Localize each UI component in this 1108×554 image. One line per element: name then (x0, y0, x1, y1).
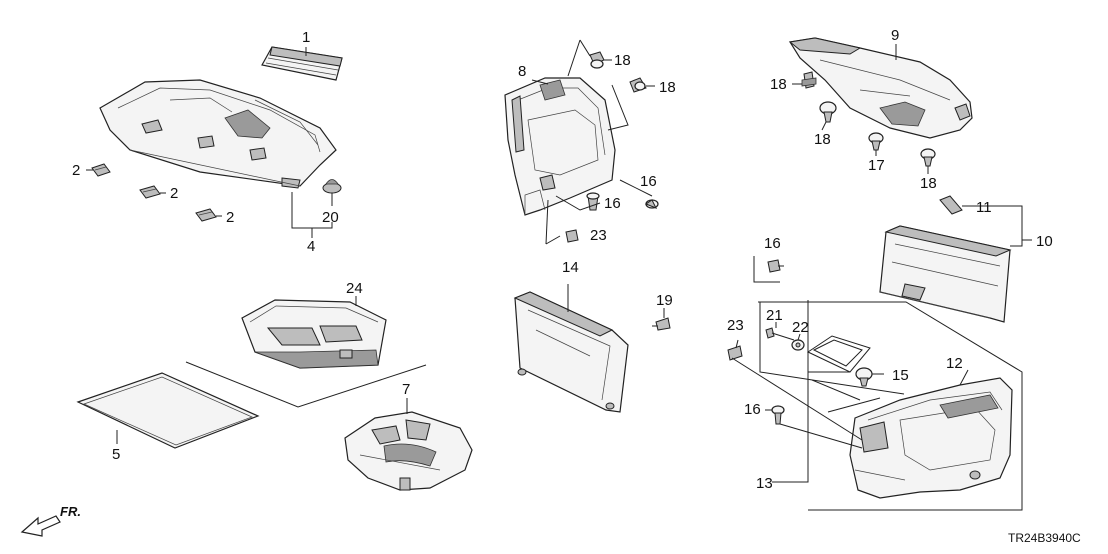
diagram-code: TR24B3940C (1008, 531, 1081, 545)
front-direction-arrow: FR. (20, 504, 81, 537)
part-16-clip-d (771, 405, 785, 425)
callout-22: 22 (792, 319, 809, 336)
callout-19: 19 (656, 292, 673, 309)
callout-18e: 18 (920, 175, 937, 192)
callouts: 1 2 2 2 20 4 24 5 7 8 18 18 16 16 23 14 … (72, 27, 1081, 545)
callout-16c: 16 (764, 235, 781, 252)
callout-9: 9 (891, 27, 899, 44)
part-2-clip-a (91, 163, 111, 177)
callout-14: 14 (562, 259, 579, 276)
callout-7: 7 (402, 381, 410, 398)
part-21-bolt (765, 327, 795, 341)
callout-2b: 2 (170, 185, 178, 202)
callout-4: 4 (307, 238, 315, 255)
callout-16d: 16 (744, 401, 761, 418)
part-18-clip-e (920, 148, 936, 167)
part-10-sill-trim (879, 225, 1012, 323)
part-19-clip (652, 317, 671, 331)
part-1-vent (261, 46, 343, 81)
part-20-push-clip (322, 179, 342, 198)
callout-8: 8 (518, 63, 526, 80)
callout-12: 12 (946, 355, 963, 372)
part-16-clip-c (767, 259, 784, 273)
callout-18b: 18 (659, 79, 676, 96)
part-18-clip-c (801, 71, 817, 89)
callout-23a: 23 (590, 227, 607, 244)
part-17-clip (868, 132, 884, 151)
part-2-clip-b (139, 185, 161, 199)
part-16-clip-b (586, 192, 600, 211)
part-24-storage-box (241, 299, 387, 369)
part-18-clip-a (589, 51, 605, 69)
callout-18d: 18 (814, 131, 831, 148)
direction-label: FR. (60, 504, 81, 519)
callout-13: 13 (756, 475, 773, 492)
part-12-side-trim (849, 377, 1013, 499)
callout-5: 5 (112, 446, 120, 463)
part-16-clip-a (644, 199, 659, 209)
callout-18c: 18 (770, 76, 787, 93)
part-7-tool-tray (344, 411, 473, 491)
part-5-floor-mat (76, 361, 427, 449)
callout-16b: 16 (604, 195, 621, 212)
part-23-clip-a (565, 229, 579, 243)
callout-15: 15 (892, 367, 909, 384)
part-15-clip (855, 367, 873, 387)
part-bracket (806, 335, 871, 373)
callout-17: 17 (868, 157, 885, 174)
leader-lines (86, 39, 1032, 511)
part-18-clip-d (819, 101, 837, 123)
callout-2a: 2 (72, 162, 80, 179)
callout-24: 24 (346, 280, 363, 297)
part-14-bulkhead (513, 291, 629, 413)
part-2-clip-c (195, 208, 217, 222)
callout-10: 10 (1036, 233, 1053, 250)
part-8-side-trim (504, 77, 616, 216)
callout-11: 11 (976, 199, 992, 216)
callout-18a: 18 (614, 52, 631, 69)
part-23-clip-b (727, 345, 743, 361)
part-4-rear-shelf (99, 79, 337, 189)
part-18-clip-b (629, 77, 647, 93)
callout-16a: 16 (640, 173, 657, 190)
part-11-clip (939, 195, 963, 215)
callout-23b: 23 (727, 317, 744, 334)
callout-2c: 2 (226, 209, 234, 226)
callout-1: 1 (302, 29, 310, 46)
part-22-washer (791, 339, 805, 351)
part-9-upper-trim (788, 37, 973, 139)
callout-20: 20 (322, 209, 339, 226)
callout-21: 21 (766, 307, 783, 324)
